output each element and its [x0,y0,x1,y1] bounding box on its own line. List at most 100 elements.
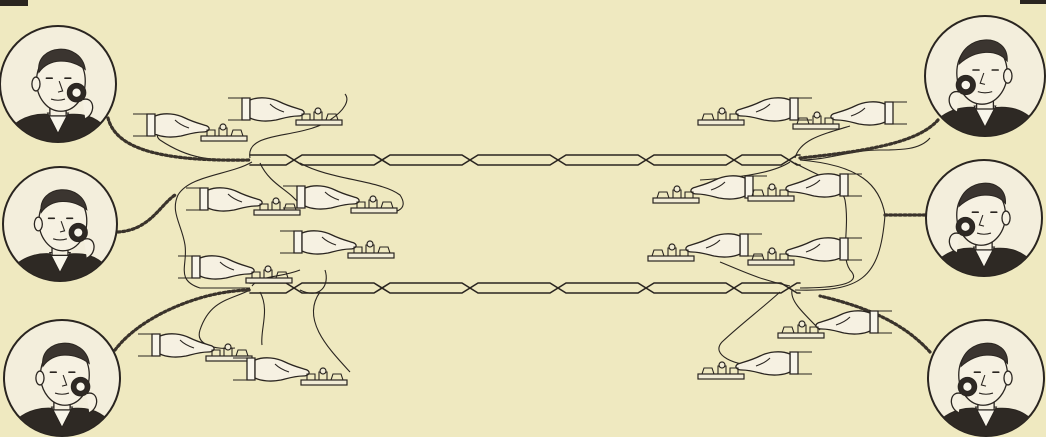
sleeve [848,173,862,197]
sleeve [178,255,192,279]
hair [40,189,88,214]
telegraph-key [647,233,762,262]
receiver-mouthpiece [71,87,82,98]
key-knob [718,107,726,115]
finger-line [219,261,235,271]
sleeve [798,351,812,375]
finger-line [705,239,721,249]
connector-wire [799,137,931,161]
telegraph-key [228,97,343,126]
telegraph-key [697,97,812,126]
shirt-cuff [146,113,156,137]
portrait-right-bottom [927,319,1045,437]
hand-holding-receiver [948,232,960,254]
key-base [777,332,825,339]
ear [1002,68,1013,84]
sleeve [133,113,147,137]
hair [42,342,90,368]
portrait-left-top [0,25,117,143]
key-base [697,373,745,380]
portrait-cord [106,116,252,162]
sleeve [138,333,152,357]
transmission-line-upper [249,154,801,166]
connector-wire [174,161,253,289]
finger-line [850,107,866,117]
connector-wire [259,162,301,206]
connector-wire [799,159,886,216]
corner-mark-top-right [1020,0,1046,4]
telegraph-key [186,187,301,216]
key-knob [314,107,322,115]
hair [960,342,1008,368]
shirt-cuff [293,230,303,254]
telegraph-key [777,310,892,339]
telegraph-key [747,237,862,266]
telegraph-key [138,333,253,362]
portrait-left-middle [2,166,118,282]
key-base [245,277,293,284]
line-wire-b [249,154,801,166]
key-knob [319,367,327,375]
key-knob [668,243,676,251]
connector-wire [198,289,251,349]
nose-mouth [977,72,993,94]
sleeve [280,230,294,254]
telegraph-key [133,113,248,142]
shirt-cuff [199,187,209,211]
key-base [347,252,395,259]
portrait-cords [106,116,940,354]
telegraph-key [792,101,907,130]
key-base [652,197,700,204]
hand-holding-receiver [83,238,95,259]
connector-wire [259,291,266,346]
key-knob [673,185,681,193]
telegraph-key [697,351,812,380]
portrait-cord [818,294,932,354]
key-base [200,135,248,142]
key-knob [369,195,377,203]
sleeve [753,175,767,199]
sleeve [748,233,762,257]
receiver-mouthpiece [73,227,84,238]
shirt-cuff [191,255,201,279]
hand-holding-receiver [82,98,94,120]
hand-holding-receiver [950,392,962,414]
key-base [747,259,795,266]
shirt-cuff [839,237,849,261]
key-base [747,195,795,202]
connector-wire [699,161,791,181]
ear [31,76,41,92]
key-base [300,379,348,386]
key-base [792,123,840,130]
key-knob [798,320,806,328]
finger-line [227,193,243,203]
sleeve [228,97,242,121]
portrait-right-top [924,15,1046,137]
telegraph-key [283,185,398,214]
key-knob [813,111,821,119]
telegraph-keys [133,97,907,386]
shirt-cuff [744,175,754,199]
key-knob [264,265,272,273]
shirt-cuff [789,97,799,121]
sleeve [233,357,247,381]
hair [958,39,1008,66]
hair [38,48,86,74]
hair [958,182,1006,208]
telegraph-key [178,255,293,284]
finger-line [805,179,821,189]
finger-line [274,363,290,373]
finger-line [755,103,771,113]
finger-line [174,119,190,129]
sleeve [848,237,862,261]
connector-wire [299,269,327,294]
portraits [0,15,1046,437]
key-knob [768,183,776,191]
transmission-lines [249,154,801,294]
nose-mouth [54,374,70,395]
key-base [295,119,343,126]
shirt-cuff [151,333,161,357]
key-base [697,119,745,126]
portrait-cord [113,288,252,352]
nose-mouth [52,220,68,241]
